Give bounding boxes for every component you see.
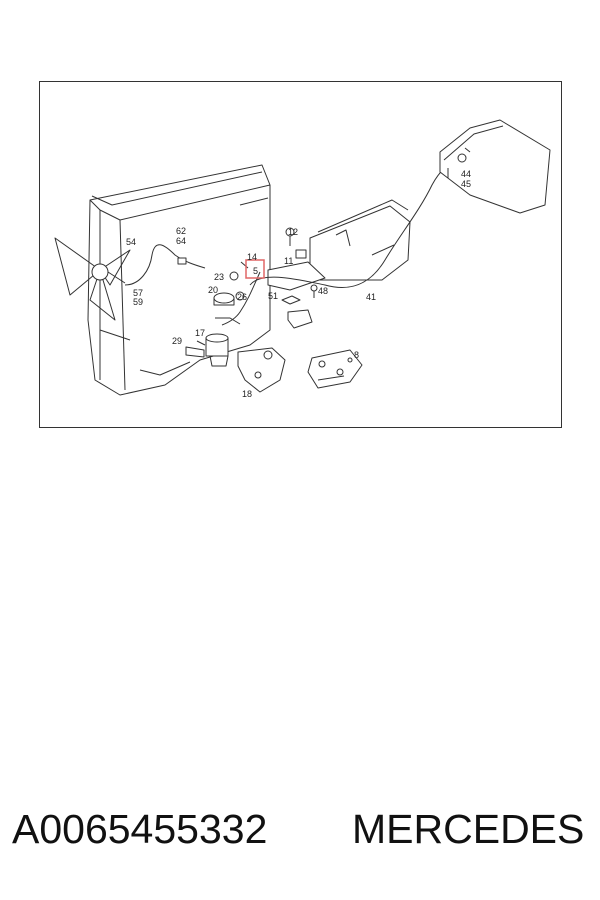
label-17: 17 — [195, 328, 205, 338]
parts-cluster — [185, 271, 286, 393]
label-45: 45 — [461, 179, 471, 189]
label-57: 57 — [133, 288, 143, 298]
cable-41 — [249, 159, 459, 289]
bracket-8 — [307, 349, 363, 389]
fan — [54, 237, 131, 321]
label-64: 64 — [176, 236, 186, 246]
label-18: 18 — [242, 389, 252, 399]
label-41: 41 — [366, 292, 376, 302]
label-23: 23 — [214, 272, 224, 282]
label-59: 59 — [133, 297, 143, 307]
label-44: 44 — [461, 169, 471, 179]
brand-name: MERCEDES — [352, 806, 585, 852]
label-14: 14 — [247, 252, 257, 262]
label-20: 20 — [208, 285, 218, 295]
label-51: 51 — [268, 291, 278, 301]
label-8: 8 — [354, 350, 359, 360]
label-54: 54 — [126, 237, 136, 247]
highlight-part-5 — [245, 259, 265, 279]
part-number: A0065455332 — [12, 806, 268, 852]
control-unit-housing — [309, 199, 411, 281]
label-5: 5 — [253, 266, 258, 276]
headlamp-housing — [439, 119, 551, 214]
cable-20 — [221, 271, 261, 326]
label-48: 48 — [318, 286, 328, 296]
label-11: 11 — [284, 256, 293, 266]
label-29: 29 — [172, 336, 182, 346]
cable-54 — [124, 244, 206, 286]
label-12: 12 — [288, 227, 298, 237]
label-26: 26 — [237, 292, 247, 302]
label-62: 62 — [176, 226, 186, 236]
mounting-plate — [267, 227, 326, 329]
